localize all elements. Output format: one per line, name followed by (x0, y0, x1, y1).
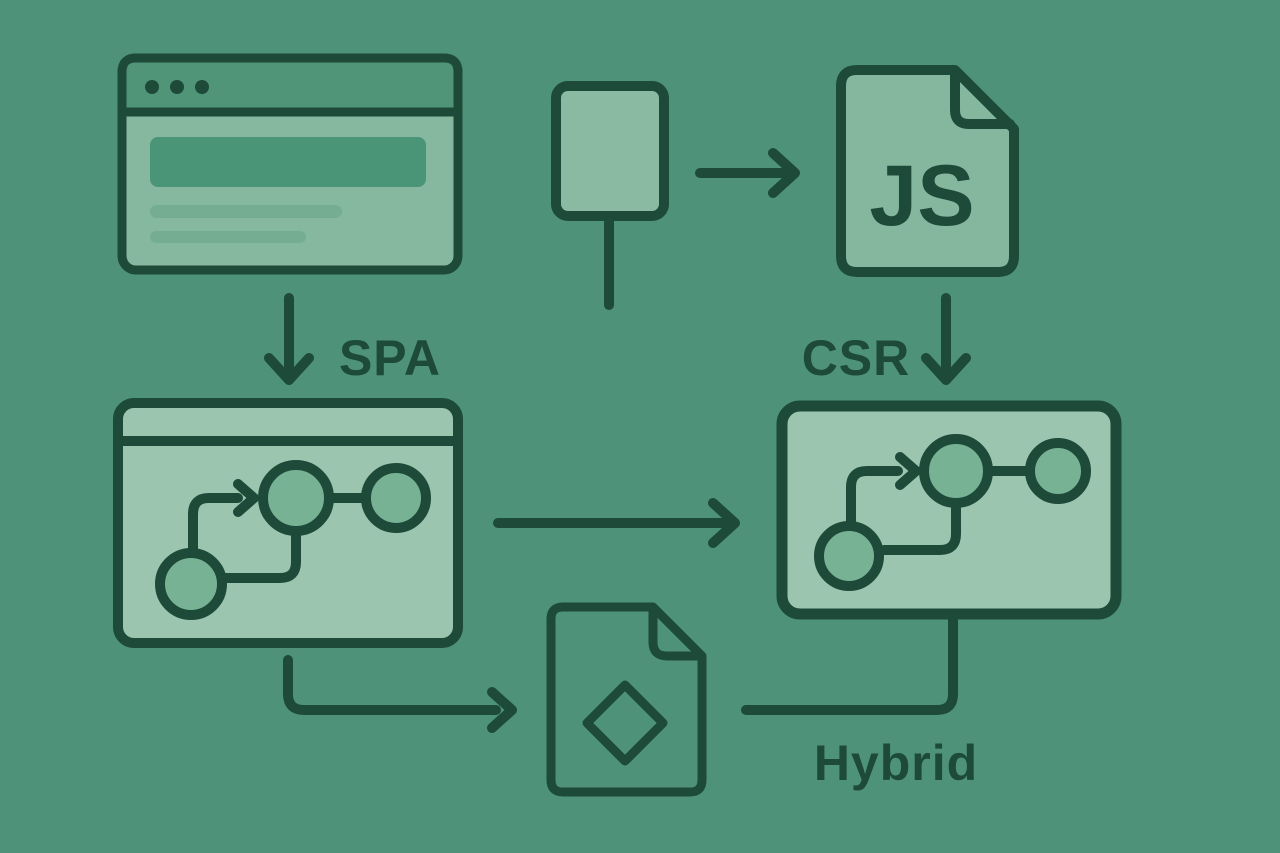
arrowhead-down-icon (264, 353, 314, 385)
label-hybrid: Hybrid (814, 735, 978, 791)
arrow-js-to-csr (921, 293, 971, 385)
browser-header (122, 58, 458, 112)
flow-node-circle (1025, 438, 1091, 504)
arrowhead-right-icon (487, 687, 517, 733)
document-outline (546, 602, 707, 797)
label-csr: CSR (802, 330, 911, 386)
diamond-icon (582, 680, 668, 766)
arrowhead-right-icon (895, 452, 921, 490)
flow-elbow-arrow (188, 493, 243, 556)
connector-csr-to-hybrid (741, 611, 958, 715)
arrow-browser-to-spa (264, 293, 314, 385)
flow-node-circle (814, 521, 884, 591)
spa-window-icon (113, 398, 463, 648)
document-diamond-icon (546, 602, 707, 797)
window-dots-icon (145, 80, 209, 94)
flow-return-elbow (221, 528, 301, 583)
arrow-card-to-js (695, 148, 800, 198)
text-line (150, 231, 306, 243)
arrow-spa-to-csr (493, 498, 740, 548)
flowchart-icon (155, 460, 431, 620)
flow-return-elbow (879, 500, 961, 555)
flow-node-circle (155, 548, 227, 620)
flow-node-circle (361, 463, 431, 533)
ui-card (551, 81, 669, 221)
arrow-spa-to-hybrid (283, 655, 517, 733)
flow-node-circle (258, 460, 334, 536)
js-file-label: JS (869, 148, 974, 244)
js-file-icon: JS (836, 65, 1019, 277)
arrowhead-down-icon (921, 353, 971, 385)
browser-window-icon (117, 53, 463, 275)
card-icon (551, 81, 669, 310)
browser-header-outline (117, 53, 463, 117)
arrowhead-right-icon (768, 148, 800, 198)
document-fold-corner (648, 604, 703, 661)
file-fold-corner (950, 67, 1015, 129)
hero-block (150, 137, 426, 187)
flowchart-icon (814, 434, 1091, 591)
arrowhead-right-icon (233, 479, 259, 517)
text-line (150, 205, 342, 218)
flow-elbow-arrow (846, 466, 903, 529)
flow-node-circle (919, 434, 993, 508)
label-spa: SPA (339, 330, 441, 386)
csr-window-icon (776, 400, 1122, 620)
arrowhead-right-icon (708, 498, 740, 548)
